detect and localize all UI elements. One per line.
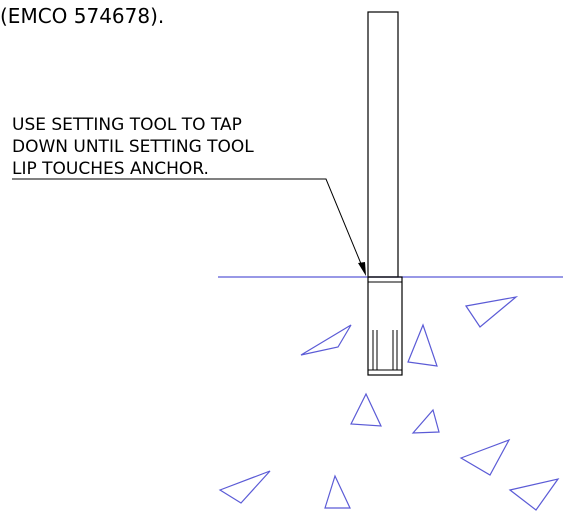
anchor-sleeve: [367, 276, 403, 376]
aggregate-triangle-2: [464, 296, 519, 328]
callout-line-2: DOWN UNTIL SETTING TOOL: [12, 137, 254, 157]
aggregate-triangle-9: [508, 478, 560, 511]
callout-note: USE SETTING TOOL TO TAP DOWN UNTIL SETTI…: [12, 115, 254, 179]
aggregate-triangle-8: [324, 474, 351, 509]
aggregate-triangle-7: [218, 470, 271, 504]
caption-text: (EMCO 574678).: [0, 4, 165, 28]
aggregate-triangle-1: [300, 324, 352, 356]
aggregate-triangles: [218, 296, 560, 511]
setting-tool-rod: [367, 11, 399, 278]
aggregate-triangle-3: [407, 323, 438, 367]
callout-line-3: LIP TOUCHES ANCHOR.: [12, 159, 209, 179]
aggregate-triangle-4: [350, 392, 382, 427]
callout-line-1: USE SETTING TOOL TO TAP: [12, 115, 242, 135]
aggregate-triangle-5: [411, 408, 440, 434]
aggregate-triangle-6: [459, 438, 511, 476]
leader-arrow: [12, 178, 366, 276]
